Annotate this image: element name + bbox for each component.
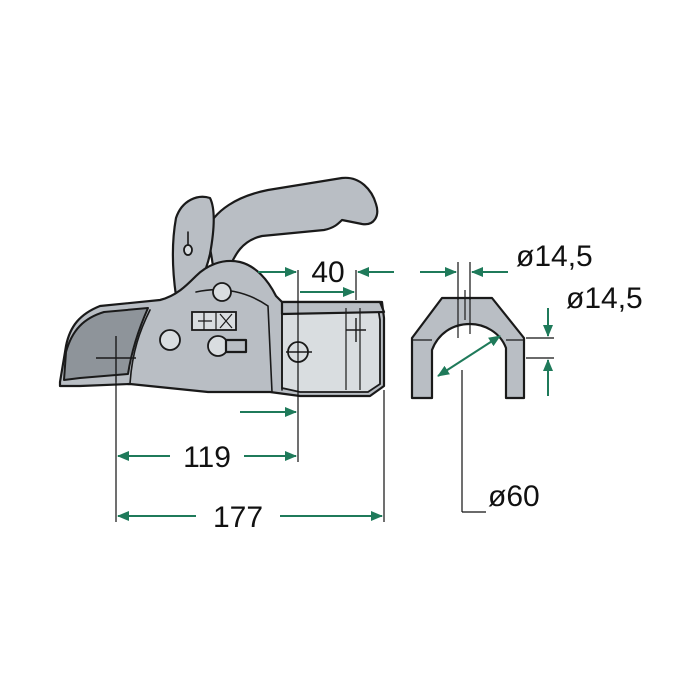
dim-label-145-side: ø14,5 bbox=[566, 282, 643, 315]
dim-60-diagonal bbox=[437, 335, 501, 377]
side-boss-hole bbox=[159, 329, 181, 351]
dim-label-40: 40 bbox=[311, 256, 344, 289]
ball-cup-shadow bbox=[63, 307, 149, 381]
dimension-arrows bbox=[117, 267, 553, 521]
dimension-labels: 177 119 40 ø14,5 ø14,5 ø60 bbox=[183, 240, 643, 534]
dim-label-145-top: ø14,5 bbox=[516, 240, 593, 273]
clamp-profile bbox=[410, 290, 526, 400]
hood-pin-hole bbox=[183, 244, 193, 256]
dim-label-60: ø60 bbox=[488, 480, 540, 513]
dim-label-119: 119 bbox=[183, 441, 231, 474]
locking-bolt-shank bbox=[224, 338, 248, 354]
socket-rim bbox=[280, 300, 386, 316]
clamp-hole-lines bbox=[412, 298, 524, 341]
dimension-lines bbox=[115, 262, 554, 522]
socket-ribs bbox=[345, 308, 361, 390]
wear-indicator-plate bbox=[191, 311, 237, 331]
coupling-head bbox=[58, 176, 386, 398]
housing-contour-1 bbox=[129, 309, 151, 385]
second-bolt-mark bbox=[346, 318, 366, 342]
ball-center-mark bbox=[96, 336, 136, 382]
clamp-body bbox=[410, 296, 526, 400]
dim-label-177: 177 bbox=[213, 501, 263, 534]
housing-contour-2 bbox=[195, 288, 273, 393]
top-boss-hole bbox=[212, 282, 232, 302]
